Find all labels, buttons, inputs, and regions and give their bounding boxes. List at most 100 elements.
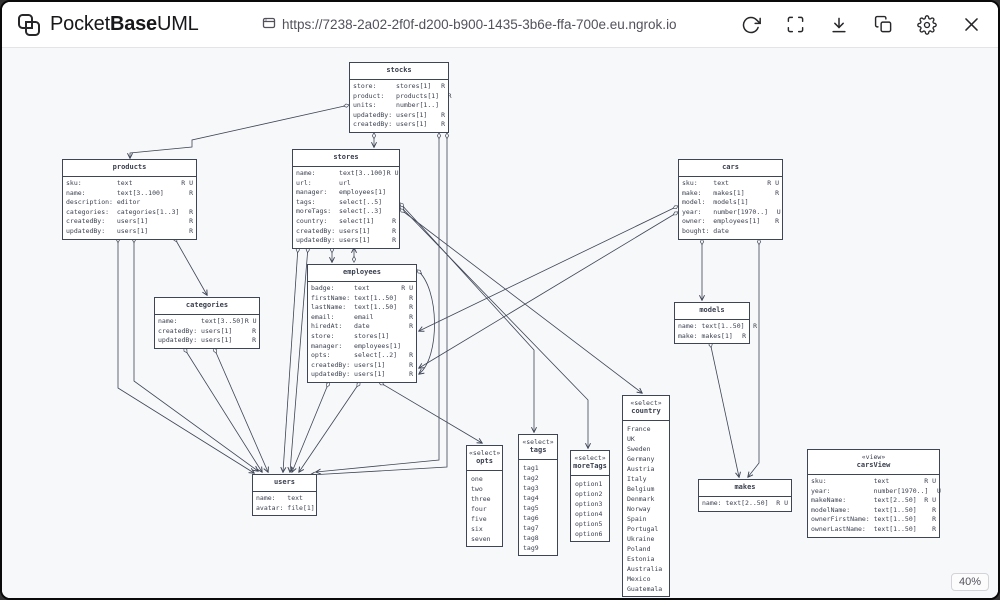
field-name: createdBy:: [158, 326, 198, 335]
field-name: name:: [256, 494, 276, 502]
table-title: carsView: [856, 461, 891, 469]
field-type: date: [713, 226, 729, 235]
refresh-button[interactable]: [740, 14, 762, 36]
table-title: models: [699, 306, 725, 314]
field-flags: R: [252, 326, 256, 335]
field-flags: R: [189, 217, 193, 226]
field-name: createdBy:: [66, 217, 106, 226]
field-name: name:: [296, 169, 316, 177]
field-name: moreTags:: [296, 207, 332, 216]
table-title: users: [273, 478, 296, 486]
enum-value: three: [471, 495, 491, 503]
field-flags: R: [742, 331, 746, 340]
edge-products-users: [118, 237, 254, 473]
field-row: name:text[2..50]R U: [699, 499, 791, 509]
field-flags: [439, 101, 452, 111]
copy-button[interactable]: [872, 14, 894, 36]
close-button[interactable]: [960, 14, 982, 36]
field-type: number[1..]: [396, 101, 440, 110]
field-type: text[3..100]: [339, 169, 386, 177]
field-type: users[1]: [201, 336, 233, 345]
field-name: units:: [353, 101, 377, 110]
field-row: createdBy:users[1]R: [63, 217, 196, 227]
field-name: firstName:: [311, 293, 351, 302]
table-header: «view»carsView: [808, 450, 939, 475]
edge-employees-opts: [379, 382, 482, 443]
field-flags: R: [252, 336, 256, 345]
field-row: sku: text R U: [679, 179, 782, 189]
field-name: year:: [682, 207, 702, 216]
field-row: createdBy:users[1]R: [308, 361, 416, 371]
field-flags: [400, 332, 413, 342]
field-flags: [315, 504, 328, 514]
field-flags: [303, 494, 316, 504]
field-type: makes[1]: [701, 331, 733, 340]
field-flags: R U: [401, 284, 413, 292]
field-row: bought:date: [679, 227, 782, 237]
field-row: avatar:file[1]: [253, 504, 316, 514]
field-name: updatedBy:: [158, 336, 198, 345]
field-type: number[1970..]: [713, 207, 769, 216]
field-type: users[1]: [354, 370, 386, 379]
edge-cars-employees: [419, 206, 678, 331]
field-flags: R: [409, 293, 413, 302]
field-row: units: number[1..]: [350, 101, 448, 111]
field-name: sku:: [682, 179, 698, 187]
table-makes[interactable]: makes name:text[2..50]R U: [698, 479, 792, 512]
field-type: text: [713, 179, 729, 187]
field-row: store:stores[1]: [308, 332, 416, 342]
address-bar[interactable]: https://7238-2a02-2f0f-d200-b900-1435-3b…: [209, 16, 730, 33]
field-name: store:: [353, 82, 377, 90]
settings-button[interactable]: [916, 14, 938, 36]
edge-cars-employees: [419, 212, 678, 368]
table-stereotype: «select»: [630, 399, 662, 407]
table-title: products: [112, 163, 147, 171]
field-row: tags:select[..5]: [293, 198, 399, 208]
field-row: moreTags:select[..3]: [293, 207, 399, 217]
enum-value: option3: [575, 500, 603, 508]
field-row: updatedBy:users[1]R: [63, 227, 196, 237]
field-type: text[1..50]: [873, 515, 917, 524]
field-name: modelName:: [811, 505, 851, 514]
enum-value: five: [471, 515, 487, 523]
enum-value: option5: [575, 520, 603, 528]
edge-stores-users: [290, 247, 308, 472]
field-row: createdBy:users[1]R: [350, 120, 448, 130]
field-row: updatedBy:users[1]R: [293, 236, 399, 246]
edge-employees-users: [299, 382, 360, 472]
field-flags: R U: [767, 179, 779, 187]
table-title: stores: [333, 153, 359, 161]
field-type: users[1]: [201, 326, 233, 335]
url-text[interactable]: https://7238-2a02-2f0f-d200-b900-1435-3b…: [282, 17, 677, 32]
download-button[interactable]: [828, 14, 850, 36]
field-name: tags:: [296, 197, 316, 206]
table-title: makes: [734, 483, 756, 491]
field-row: url:url: [293, 179, 399, 189]
field-flags: [766, 227, 779, 237]
enum-value: tag4: [523, 494, 539, 502]
field-name: categories:: [66, 207, 110, 216]
fullscreen-button[interactable]: [784, 14, 806, 36]
